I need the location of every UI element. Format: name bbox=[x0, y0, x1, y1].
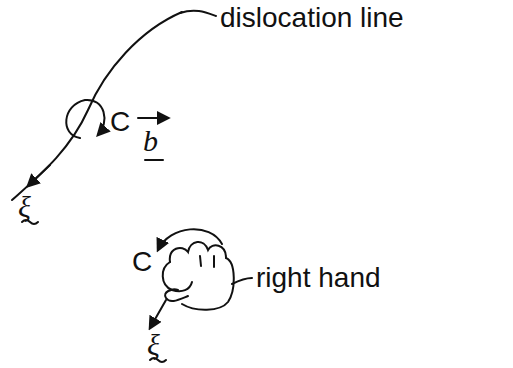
circuit-label: C bbox=[110, 108, 130, 136]
vector-underline bbox=[145, 159, 163, 161]
burgers-circuit bbox=[66, 100, 104, 138]
hand-finger bbox=[165, 289, 188, 301]
leader-line bbox=[180, 11, 216, 16]
knuckle-lines bbox=[200, 256, 214, 267]
line-sense-arrow bbox=[28, 165, 50, 186]
rotation-arrow bbox=[158, 229, 222, 250]
circuit-label: C bbox=[132, 248, 152, 276]
dislocation-line bbox=[12, 12, 182, 200]
vector-label: ξ bbox=[147, 330, 160, 360]
vector-label: b bbox=[143, 126, 158, 156]
leader-line bbox=[232, 278, 252, 284]
vector-label: ξ bbox=[18, 192, 31, 222]
hand-thumb bbox=[163, 262, 192, 291]
part-label: right hand bbox=[256, 264, 381, 292]
part-label: dislocation line bbox=[220, 4, 404, 32]
vector-arrow bbox=[138, 117, 168, 119]
thumb-direction-arrow bbox=[150, 300, 166, 328]
